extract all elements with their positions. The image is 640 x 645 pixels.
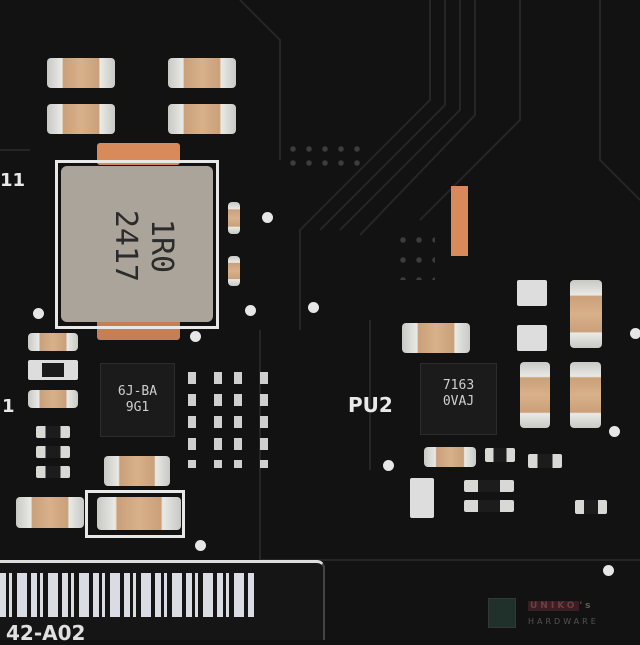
silk-label-pu2: PU2	[348, 393, 393, 417]
via	[603, 565, 614, 576]
via	[383, 460, 394, 471]
capacitor	[28, 390, 78, 408]
chip-marking-1: 7163	[442, 378, 475, 393]
ic-chip-pu2: 7163 0VAJ	[420, 363, 497, 435]
capacitor	[28, 333, 78, 351]
inductor-pad-top	[97, 143, 180, 165]
capacitor-small	[228, 256, 240, 286]
resistor	[528, 454, 562, 468]
capacitor	[424, 447, 476, 467]
via	[245, 305, 256, 316]
via	[33, 308, 44, 319]
inductor-outline	[55, 160, 219, 329]
inductor-marking-2: 2417	[108, 209, 143, 283]
label-code: 42-A02	[6, 621, 86, 645]
capacitor	[570, 280, 602, 348]
watermark: UNIKO's HARDWARE	[488, 595, 638, 635]
capacitor	[402, 323, 470, 353]
chip-marking-2: 0VAJ	[442, 394, 475, 409]
capacitor	[47, 58, 115, 88]
watermark-brand: UNIKO	[528, 601, 580, 611]
watermark-sub: HARDWARE	[528, 617, 599, 626]
via	[190, 331, 201, 342]
via-array	[395, 230, 435, 280]
silk-label-left-mid: 1	[2, 396, 15, 417]
diode	[517, 280, 547, 306]
chip-marking-1: 6J-BA	[117, 384, 158, 399]
capacitor	[168, 58, 236, 88]
inductor-pad-bottom	[97, 320, 180, 340]
capacitor	[104, 456, 170, 486]
silk-label-left-top: 11	[0, 170, 26, 191]
via	[630, 328, 640, 339]
resistor	[575, 500, 607, 514]
ic-chip-left: 6J-BA 9G1	[100, 363, 175, 437]
resistor	[36, 446, 70, 458]
barcode	[0, 573, 255, 617]
resistor	[36, 426, 70, 438]
via	[308, 302, 319, 313]
copper-pad	[451, 186, 468, 256]
watermark-suffix: 's	[579, 601, 594, 611]
via	[262, 212, 273, 223]
resistor	[36, 466, 70, 478]
capacitor	[520, 362, 550, 428]
resistor	[464, 480, 514, 492]
diode	[28, 360, 78, 380]
resistor	[485, 448, 515, 462]
via	[609, 426, 620, 437]
diode	[410, 478, 434, 518]
capacitor	[570, 362, 601, 428]
chip-marking-2: 9G1	[125, 400, 150, 415]
watermark-logo	[488, 598, 516, 628]
resistor	[464, 500, 514, 512]
via	[195, 540, 206, 551]
via-array	[285, 142, 370, 172]
resistor-array	[188, 372, 268, 468]
capacitor	[47, 104, 115, 134]
capacitor-outline	[85, 490, 185, 538]
capacitor-small	[228, 202, 240, 234]
diode	[517, 325, 547, 351]
capacitor	[168, 104, 236, 134]
capacitor	[16, 497, 84, 528]
capacitor	[97, 497, 181, 530]
barcode-label: 42-A02	[0, 560, 325, 645]
inductor: 1R0 2417	[61, 166, 213, 322]
inductor-marking-1: 1R0	[144, 218, 179, 274]
